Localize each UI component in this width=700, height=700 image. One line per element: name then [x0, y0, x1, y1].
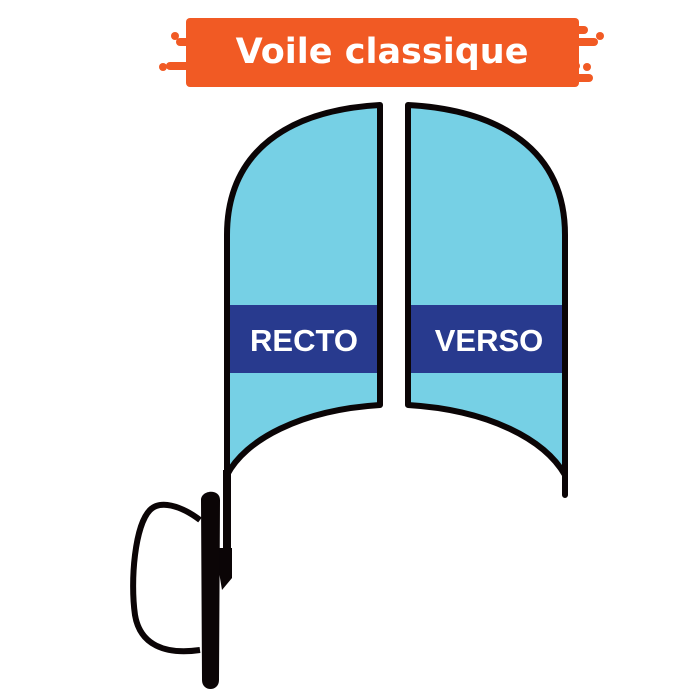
recto-band — [230, 305, 377, 373]
verso-sail: VERSO — [405, 102, 568, 498]
verso-band — [411, 305, 562, 373]
verso-label: VERSO — [435, 323, 544, 358]
recto-sail: RECTO — [224, 102, 383, 498]
pole-and-handle — [130, 470, 232, 689]
recto-label: RECTO — [250, 323, 358, 358]
title-banner: Voile classique — [159, 18, 604, 87]
banner-title: Voile classique — [236, 32, 529, 72]
